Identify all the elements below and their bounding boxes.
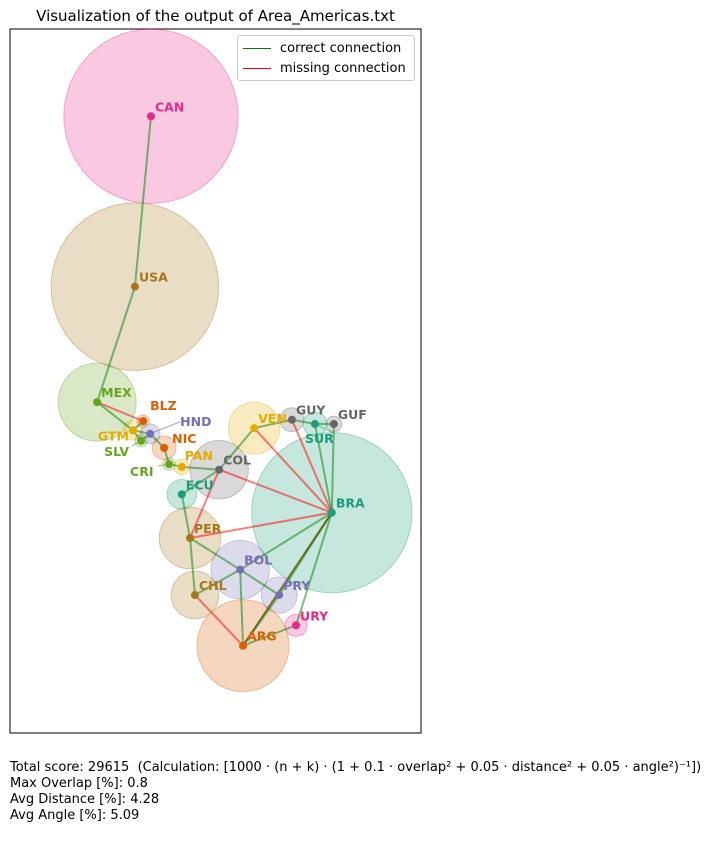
- node-point-blz: [139, 417, 148, 426]
- node-label-ury: URY: [300, 608, 329, 623]
- edge-correct-ecu-per: [180, 494, 192, 539]
- node-point-pan: [177, 462, 186, 471]
- legend-item-correct: correct connection: [238, 38, 414, 58]
- node-label-guf: GUF: [338, 407, 367, 422]
- node-point-chl: [190, 591, 199, 600]
- node-label-col: COL: [223, 453, 251, 468]
- label-leader-sur: [314, 423, 334, 434]
- edge-correct-per-chl: [189, 537, 196, 596]
- edge-correct-sur-bra: [313, 423, 333, 513]
- edge-missing-chl-arg: [194, 594, 244, 647]
- legend-line-correct: [243, 47, 271, 49]
- score-line: Total score: 29615 (Calculation: [1000 ·…: [10, 760, 705, 776]
- node-label-arg: ARG: [247, 629, 277, 644]
- legend-line-missing: [243, 67, 271, 69]
- node-label-ecu: ECU: [186, 477, 214, 492]
- node-label-ven: VEN: [258, 411, 287, 426]
- legend-label: missing connection: [280, 60, 406, 76]
- edge-correct-ury-bra: [295, 512, 333, 626]
- node-point-guf: [329, 419, 338, 428]
- edge-correct-ven-guy: [253, 418, 293, 430]
- edge-correct-per-bol: [189, 537, 241, 571]
- node-point-per: [186, 533, 195, 542]
- chart-title: Visualization of the output of Area_Amer…: [36, 7, 395, 25]
- label-leader-cri: [157, 463, 170, 467]
- node-label-bol: BOL: [244, 553, 272, 568]
- edge-missing-ven-bra: [253, 427, 333, 514]
- node-point-arg: [239, 641, 248, 650]
- edge-correct-col-ecu: [181, 468, 220, 496]
- edge-correct-mex-gtm: [96, 401, 134, 432]
- edge-correct-guf-bra: [330, 423, 335, 513]
- node-label-per: PER: [194, 521, 222, 536]
- edge-missing-col-bra: [218, 468, 333, 514]
- node-point-can: [146, 112, 155, 121]
- node-label-sur: SUR: [305, 431, 334, 446]
- node-point-nic: [160, 443, 169, 452]
- node-label-hnd: HND: [180, 414, 211, 429]
- node-point-mex: [93, 398, 102, 407]
- score-formula: (Calculation: [1000 · (n + k) · (1 + 0.1…: [137, 760, 702, 775]
- edge-correct-bol-chl: [194, 568, 241, 596]
- edge-missing-guy-bra: [291, 419, 333, 514]
- node-point-col: [215, 465, 224, 474]
- legend-label: correct connection: [280, 40, 402, 56]
- label-leader-slv: [131, 440, 142, 447]
- edge-correct-col-ven: [218, 427, 255, 471]
- node-label-can: CAN: [155, 99, 184, 114]
- legend: correct connection missing connection: [237, 35, 415, 81]
- avg-distance: Avg Distance [%]: 4.28: [10, 792, 160, 807]
- node-label-blz: BLZ: [150, 398, 177, 413]
- avg-angle: Avg Angle [%]: 5.09: [10, 808, 140, 823]
- node-label-chl: CHL: [199, 578, 227, 593]
- node-label-usa: USA: [139, 270, 168, 285]
- edge-correct-bol-arg: [239, 569, 245, 646]
- plot-frame: [9, 28, 422, 734]
- edge-missing-mex-blz: [96, 401, 144, 423]
- node-label-nic: NIC: [172, 431, 196, 446]
- node-label-pry: PRY: [283, 578, 311, 593]
- node-label-pan: PAN: [185, 448, 213, 463]
- edge-missing-per-bra: [189, 511, 332, 539]
- node-point-ury: [292, 621, 301, 630]
- node-point-guy: [287, 415, 296, 424]
- edge-correct-can-usa: [133, 116, 152, 287]
- edge-correct-arg-bra: [242, 512, 333, 647]
- edge-correct-usa-mex: [96, 286, 136, 403]
- node-point-bra: [327, 508, 336, 517]
- node-point-ven: [250, 424, 259, 433]
- node-label-cri: CRI: [130, 464, 153, 479]
- edge-correct-bol-pry: [239, 568, 280, 596]
- legend-item-missing: missing connection: [238, 58, 414, 78]
- node-label-guy: GUY: [296, 403, 326, 418]
- node-label-bra: BRA: [336, 496, 365, 511]
- edge-correct-pan-col: [181, 465, 220, 471]
- node-label-gtm: GTM: [98, 428, 129, 443]
- max-overlap: Max Overlap [%]: 0.8: [10, 776, 148, 791]
- node-point-usa: [130, 282, 139, 291]
- score-footer: Total score: 29615 (Calculation: [1000 ·…: [10, 760, 705, 824]
- node-point-bol: [236, 565, 245, 574]
- node-label-mex: MEX: [101, 385, 132, 400]
- edge-missing-col-per: [189, 469, 221, 539]
- edge-correct-bol-bra: [239, 511, 333, 571]
- node-point-ecu: [177, 490, 186, 499]
- total-score: Total score: 29615: [10, 760, 130, 775]
- edge-correct-arg-ury: [242, 624, 297, 647]
- node-label-slv: SLV: [104, 444, 129, 459]
- label-leader-hnd: [150, 421, 181, 435]
- node-point-pry: [275, 591, 284, 600]
